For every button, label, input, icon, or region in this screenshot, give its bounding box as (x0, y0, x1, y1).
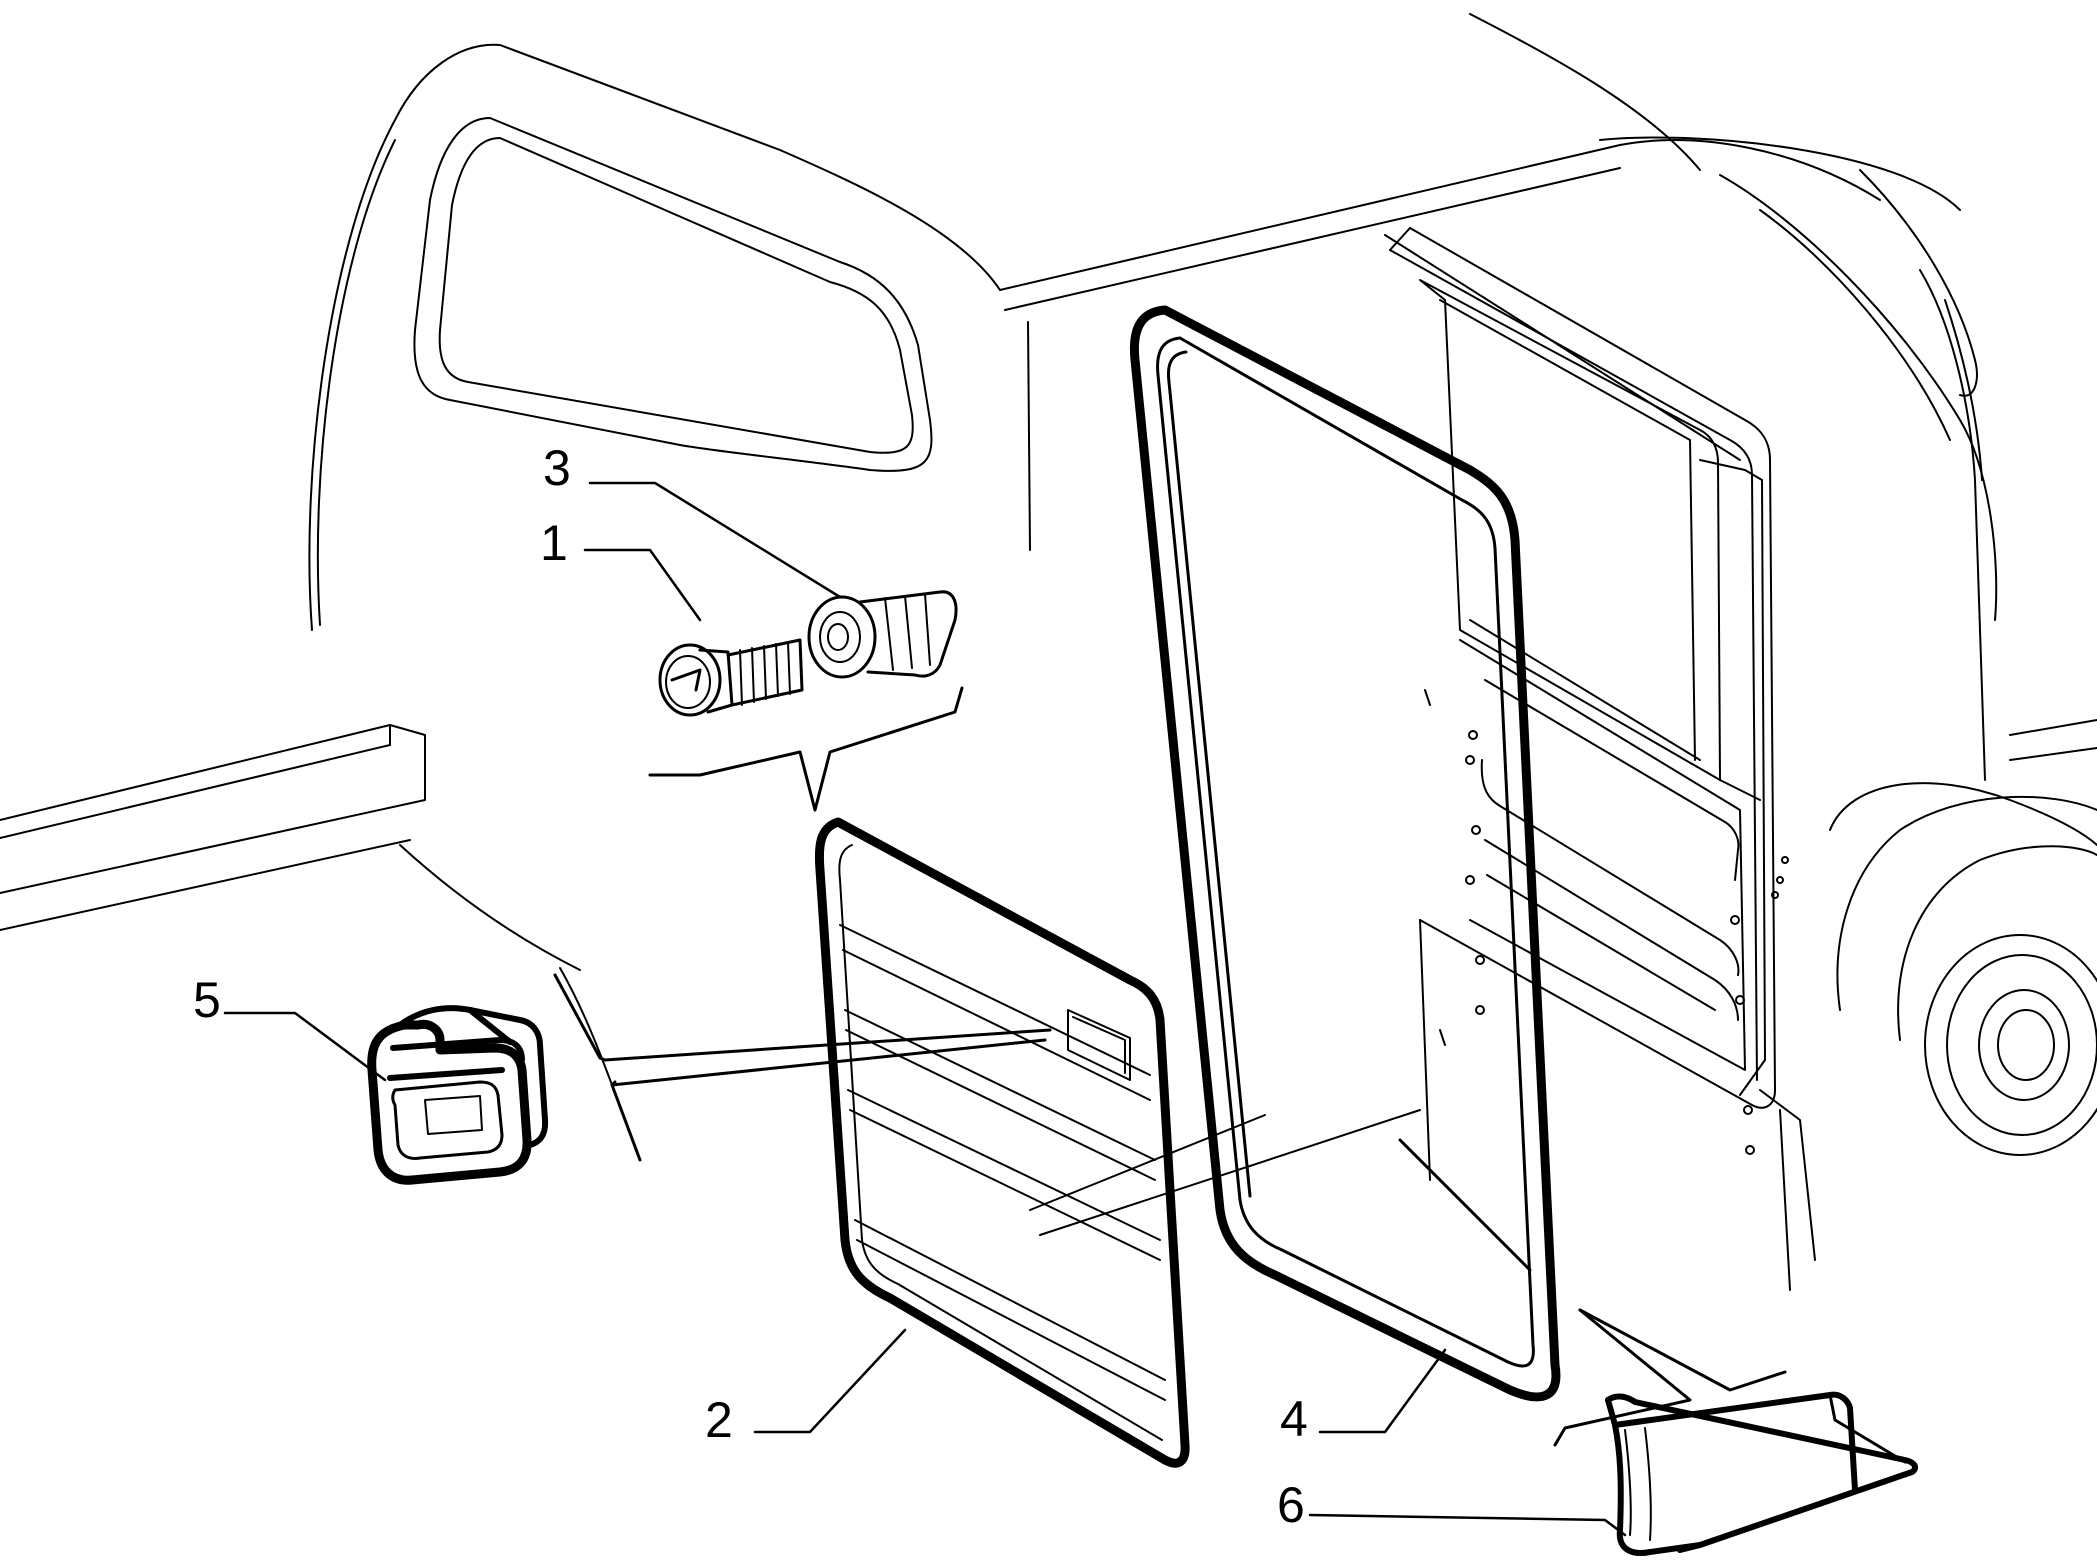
vehicle-body-outline (0, 13, 2097, 1236)
handle-insert-part-5 (367, 1005, 549, 1185)
callout-5: 5 (193, 972, 387, 1082)
callout-2: 2 (705, 1328, 907, 1448)
door-inner-shell (1389, 227, 1816, 1291)
callout-4: 4 (1280, 1348, 1447, 1447)
callout-6-label: 6 (1277, 1477, 1305, 1533)
fastener-screw-part-1 (658, 638, 804, 717)
insert-bracket (610, 1083, 642, 1162)
callout-4-label: 4 (1280, 1391, 1308, 1447)
fastener-group-bracket (648, 686, 964, 812)
callout-3: 3 (543, 440, 842, 599)
callout-3-label: 3 (543, 440, 571, 496)
door-seal-part-4 (1129, 305, 1561, 1402)
callout-2-label: 2 (705, 1392, 733, 1448)
door-trim-panel-part-2 (814, 817, 1190, 1468)
sill-bracket (1398, 1138, 1532, 1272)
callout-1-label: 1 (540, 515, 568, 571)
expansion-clip-part-3 (807, 590, 958, 679)
sill-bracket (1553, 1308, 1692, 1447)
sill-bracket (1578, 1308, 1787, 1392)
callout-5-label: 5 (193, 972, 221, 1028)
callout-1: 1 (540, 515, 702, 622)
callout-6: 6 (1277, 1477, 1627, 1537)
insert-bracket (553, 973, 1052, 1062)
sill-trim-part-6 (1605, 1391, 1919, 1556)
